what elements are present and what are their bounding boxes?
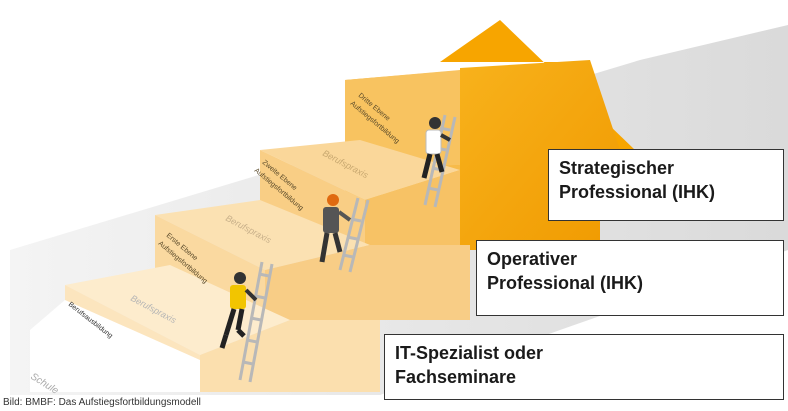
box-operative-professional: Operativer Professional (IHK) [476, 240, 784, 316]
operative-line2: Professional (IHK) [487, 273, 644, 294]
base-step [30, 300, 200, 392]
climber-yellow [219, 272, 258, 349]
step-1-top [65, 265, 290, 355]
climber-white [421, 117, 451, 179]
ladder-1 [238, 261, 274, 383]
step-3-top [260, 140, 460, 200]
box-strategic-professional: Strategischer Professional (IHK) [548, 149, 784, 221]
ladder-2 [338, 197, 370, 273]
climber-orange [319, 194, 352, 263]
specialist-line2: Fachseminare [395, 367, 517, 388]
box-it-specialist: IT-Spezialist oder Fachseminare [384, 334, 784, 400]
specialist-line1: IT-Spezialist oder [395, 343, 544, 363]
step-1-front [200, 320, 380, 392]
strategic-line1: Strategischer [559, 158, 675, 178]
image-caption: Bild: BMBF: Das Aufstiegsfortbildungsmod… [3, 397, 201, 408]
step-2-front [265, 245, 470, 320]
step-2-top [155, 200, 370, 270]
strategic-line2: Professional (IHK) [559, 182, 716, 203]
operative-line1: Operativer [487, 249, 578, 269]
